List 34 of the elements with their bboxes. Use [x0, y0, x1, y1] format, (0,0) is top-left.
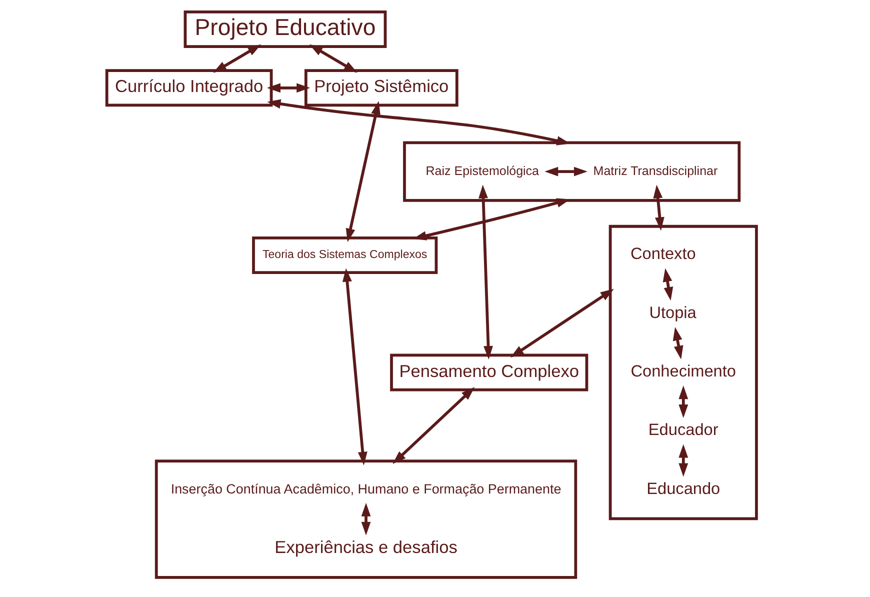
node-box: Currículo Integrado — [104, 69, 272, 107]
arrow — [392, 387, 474, 464]
cluster — [154, 460, 577, 579]
node-text: Contexto — [630, 245, 696, 264]
arrow — [266, 83, 310, 93]
arrow — [662, 268, 673, 301]
arrow — [342, 268, 367, 466]
node-box: Pensamento Complexo — [390, 354, 588, 392]
arrow — [544, 166, 587, 176]
node-text: Educando — [646, 480, 720, 498]
arrow — [345, 101, 380, 242]
node-text: Inserção Contínua Acadêmico, Humano e Formação Permanente — [170, 481, 561, 496]
arrow — [678, 386, 688, 418]
cluster — [608, 224, 758, 520]
arrow — [412, 198, 570, 240]
arrow — [478, 184, 492, 360]
node-box: Projeto Educativo — [183, 10, 386, 48]
node-text: Raiz Epistemológica — [425, 164, 539, 178]
arrow — [678, 444, 688, 477]
node-box: Projeto Sistêmico — [304, 69, 458, 107]
arrow — [652, 184, 664, 231]
arrow — [672, 326, 683, 360]
arrow — [212, 44, 261, 73]
arrow — [360, 502, 370, 536]
node-text: Utopia — [648, 304, 696, 322]
node-text: Conhecimento — [630, 362, 736, 380]
node-text: Experiências e desafios — [274, 536, 457, 557]
arrow — [308, 44, 357, 73]
node-text: Matriz Transdisciplinar — [592, 164, 718, 178]
arrow — [266, 99, 570, 146]
node-text: Educador — [648, 421, 718, 440]
cluster — [402, 141, 740, 202]
arrow — [510, 288, 614, 358]
node-box: Teoria dos Sistemas Complexos — [252, 236, 438, 274]
